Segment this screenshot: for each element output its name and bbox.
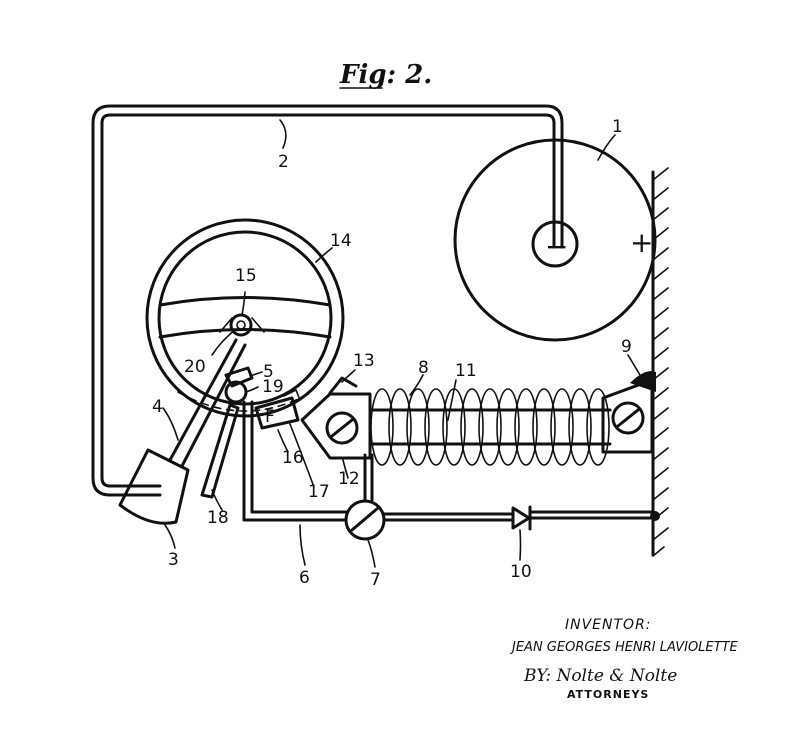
ref-label-15: 15 (235, 266, 257, 286)
plus-sign: + (630, 226, 653, 259)
leader-lines (162, 119, 641, 568)
attorneys-label: ATTORNEYS (567, 688, 650, 701)
gauge-14-inner (157, 230, 333, 406)
ref-label-13: 13 (353, 351, 375, 371)
contact-5 (224, 366, 254, 388)
ref-label-3: 3 (168, 550, 179, 570)
weld-9 (630, 371, 656, 392)
terminal-7-slot (350, 506, 380, 532)
minus-sign: − (545, 230, 568, 263)
electrode-17-tip (283, 388, 301, 401)
attorneys-signature: BY: Nolte & Nolte (524, 666, 678, 686)
ref-label-16: 16 (282, 448, 304, 468)
ref-label-12: 12 (338, 469, 360, 489)
ref-label-10: 10 (510, 562, 532, 582)
inventor-heading: INVENTOR: (565, 617, 652, 633)
clamp-12-screw (325, 411, 359, 445)
wall-terminal (650, 511, 660, 521)
wall-clamp-screw-slot (616, 408, 640, 428)
figure-title: Fig: 2. (339, 60, 432, 90)
ref-label-11: 11 (455, 361, 477, 381)
ref-label-8: 8 (418, 358, 429, 378)
gauge-pointer-arms (219, 317, 265, 333)
gauge-lower-band (158, 328, 332, 339)
wire-2 (100, 113, 556, 488)
ref-label-19: 19 (262, 377, 284, 397)
ref-label-14: 14 (330, 231, 352, 251)
clamp-12 (300, 392, 372, 460)
ref-label-9: 9 (621, 337, 632, 357)
ref-label-17: 17 (308, 482, 330, 502)
tab-13 (328, 376, 358, 395)
electrode-f-label: F (265, 407, 275, 427)
ref-label-5: 5 (263, 362, 274, 382)
inventor-name: JEAN GEORGES HENRI LAVIOLETTE (512, 640, 738, 655)
ref-label-7: 7 (370, 570, 381, 590)
wire-6 (242, 400, 348, 522)
gauge-pivot-center (236, 320, 246, 330)
ref-label-20: 20 (184, 357, 206, 377)
spring-8 (370, 388, 610, 466)
wire-2-inner (91, 104, 564, 497)
electrode-holder-3 (118, 448, 190, 525)
grinding-wheel-1 (453, 138, 657, 342)
wheel-hub (531, 220, 579, 268)
electrode-16 (254, 396, 300, 430)
gauge-pivot-15 (229, 313, 253, 337)
electrode-arm-4 (168, 338, 238, 462)
ref-label-2: 2 (278, 152, 289, 172)
ref-label-18: 18 (207, 508, 229, 528)
wire-6-inner (250, 400, 348, 514)
clamp-12-screw-slot (330, 418, 354, 438)
diode-10 (511, 506, 531, 530)
electrode-arm-4b (180, 343, 247, 468)
ref-label-1: 1 (612, 117, 623, 137)
wall-clamp (601, 378, 654, 454)
ref-label-6: 6 (299, 568, 310, 588)
ref-label-4: 4 (152, 397, 163, 417)
lever-18 (200, 403, 240, 499)
wall-clamp-screw (611, 401, 645, 435)
